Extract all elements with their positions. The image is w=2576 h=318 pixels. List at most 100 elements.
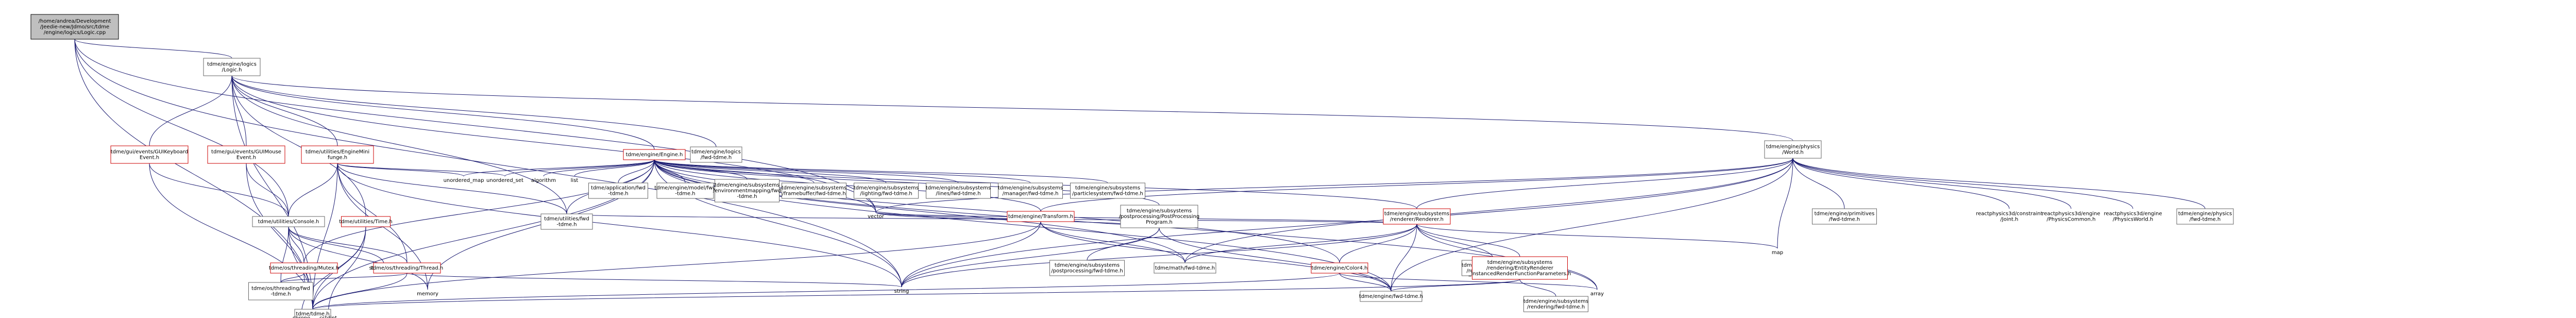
edge-pp_prog-to-pp_fwd [1087,227,1160,261]
edge-instanced-to-rendering_fwd [1519,279,1556,297]
edge-engine-to-math_fwd [654,159,1185,263]
node-label-line: tdme/utilities/Console.h [258,219,319,225]
node-rendering_fwd[interactable]: tdme/engine/subsystems/rendering/fwd-tdm… [1523,296,1588,312]
node-label-line: tdme/os/threading/Thread.h [371,265,443,271]
node-util_fwd[interactable]: tdme/utilities/fwd-tdme.h [540,213,593,230]
edge-engine_minh-to-console [288,163,338,217]
node-time[interactable]: tdme/utilities/Time.h [339,216,393,227]
node-console[interactable]: tdme/utilities/Console.h [252,216,325,227]
node-eng_fwd[interactable]: tdme/engine/fwd-tdme.h [1359,291,1423,302]
node-label-line: cstdint [319,315,337,318]
node-tdme_h[interactable]: tdme/tdme.h [294,309,331,318]
node-label-line: chrono [293,315,310,318]
node-pp_fwd[interactable]: tdme/engine/subsystems/postprocessing/fw… [1049,260,1125,276]
node-app_fwd[interactable]: tdme/application/fwd-tdme.h [588,182,648,199]
node-label-line: reactphysics3d/engine [2042,211,2100,217]
edge-world-to-eng_fwd [1391,158,1793,292]
node-envmap_fwd[interactable]: tdme/engine/subsystems/environmentmappin… [713,179,781,203]
edge-root-to-string [74,39,902,288]
edge-instanced-to-tdme_h [312,279,1520,310]
node-label-line: tdme/math/fwd-tdme.h [1155,265,1215,271]
node-mgr_fwd[interactable]: tdme/engine/subsystems/manager/fwd-tdme.… [998,182,1063,199]
node-unordered_set: unordered_set [486,178,523,183]
node-label-line: tdme/engine/physics [2178,211,2232,217]
node-lines_fwd[interactable]: tdme/engine/subsystems/lines/fwd-tdme.h [926,182,991,199]
node-box [1154,262,1216,274]
node-label-line: tdme/engine/subsystems [998,186,1063,191]
edge-logic-to-kbd [149,75,232,146]
edge-logic-to-time [231,75,366,217]
graph-edges [74,39,2206,318]
node-label-line: -tdme.h [675,191,695,197]
node-world[interactable]: tdme/engine/physics/World.h [1764,140,1822,159]
node-box [252,216,325,227]
node-label-line: -tdme.h [270,292,291,297]
node-label-line: /fwd-tdme.h [701,155,732,161]
node-label-line: tdme/engine/logics [207,62,257,68]
node-root[interactable]: /home/andrea/Development/Jeedie-new/Jdmo… [30,14,119,40]
node-engine[interactable]: tdme/engine/Engine.h [623,149,686,160]
node-box [588,182,648,199]
node-prim_fwd[interactable]: tdme/engine/primitives/fwd-tdme.h [1812,208,1877,225]
node-mutex[interactable]: tdme/os/threading/Mutex.h [269,262,339,274]
edge-console-to-thread [288,226,408,263]
edge-root-to-tdme_h [74,39,313,310]
node-transform[interactable]: tdme/engine/Transform.h [1007,211,1075,222]
node-label-line: -tdme.h [556,222,577,228]
edge-renderer-to-math_fwd [1184,224,1417,263]
node-thread[interactable]: tdme/os/threading/Thread.h [371,262,443,274]
node-label-line: /environmentmapping/fwd [713,188,781,194]
node-label-line: tdme/engine/subsystems [1384,211,1449,217]
edge-world-to-prim_fwd [1792,158,1845,209]
edge-time-to-cstdint [328,226,366,316]
node-pp_prog[interactable]: tdme/engine/subsystems/postprocessing/Po… [1119,205,1200,228]
node-box [1523,296,1588,312]
edge-world-to-rp3d_common [1792,158,2072,209]
node-label-line: unordered_map [444,178,484,183]
node-box [540,213,593,230]
node-logic[interactable]: tdme/engine/logics/Logic.h [203,58,261,76]
node-label-line: /framebuffer/fwd-tdme.h [782,191,845,197]
node-fb_fwd[interactable]: tdme/engine/subsystems/framebuffer/fwd-t… [782,182,846,199]
node-light_fwd[interactable]: tdme/engine/subsystems/lighting/fwd-tdme… [854,182,919,199]
node-label-line: /lines/fwd-tdme.h [936,191,980,197]
edge-color4-to-tdme_h [312,273,1340,310]
node-box [1120,205,1198,228]
node-box [270,262,338,274]
node-model_fwd[interactable]: tdme/engine/model/fwd-tdme.h [654,182,716,199]
node-label-line: reactphysics3d/engine [2104,211,2162,217]
node-label-line: tdme/engine/fwd-tdme.h [1359,294,1423,299]
edge-renderer-to-color4 [1339,224,1417,263]
node-os_fwd[interactable]: tdme/os/threading/fwd-tdme.h [248,282,313,300]
node-label-line: tdme/engine/physics [1766,144,1820,150]
node-instanced[interactable]: tdme/engine/subsystems/rendering/EntityR… [1468,256,1571,280]
node-box [690,146,742,163]
edge-logic-to-tdme_h [231,75,313,310]
edge-logic-to-world [231,75,1793,141]
edge-engine_minh-to-tdme_h [312,163,338,310]
edge-root-to-console [74,39,289,217]
node-label-line: /fwd-tdme.h [2190,217,2221,223]
node-label-line: /postprocessing/PostProcessing [1119,214,1200,220]
node-label-line: /rendering/fwd-tdme.h [1527,305,1585,310]
edge-engine-to-lines_fwd [654,159,959,183]
edge-world-to-phys_fwd [1792,158,2206,209]
node-memory: memory [417,291,438,297]
node-part_fwd[interactable]: tdme/engine/subsystems/particlesystem/fw… [1070,182,1145,199]
node-color4[interactable]: tdme/engine/Color4.h [1311,262,1368,274]
node-phys_fwd[interactable]: tdme/engine/physics/fwd-tdme.h [2176,208,2234,225]
edge-console-to-memory [288,226,428,290]
node-logics_fwd[interactable]: tdme/engine/logics/fwd-tdme.h [690,146,742,163]
node-box [1812,208,1877,225]
edge-world-to-transform [1040,158,1793,212]
edge-transform-to-math_fwd [1040,221,1185,263]
node-label-line: tdme/engine/subsystems [926,186,991,191]
node-renderer[interactable]: tdme/engine/subsystems/renderer/Renderer… [1383,208,1451,225]
node-array: array [1590,291,1604,297]
edge-world-to-map [1777,158,1793,249]
node-unordered_map: unordered_map [444,178,484,183]
node-math_fwd[interactable]: tdme/math/fwd-tdme.h [1154,262,1216,274]
